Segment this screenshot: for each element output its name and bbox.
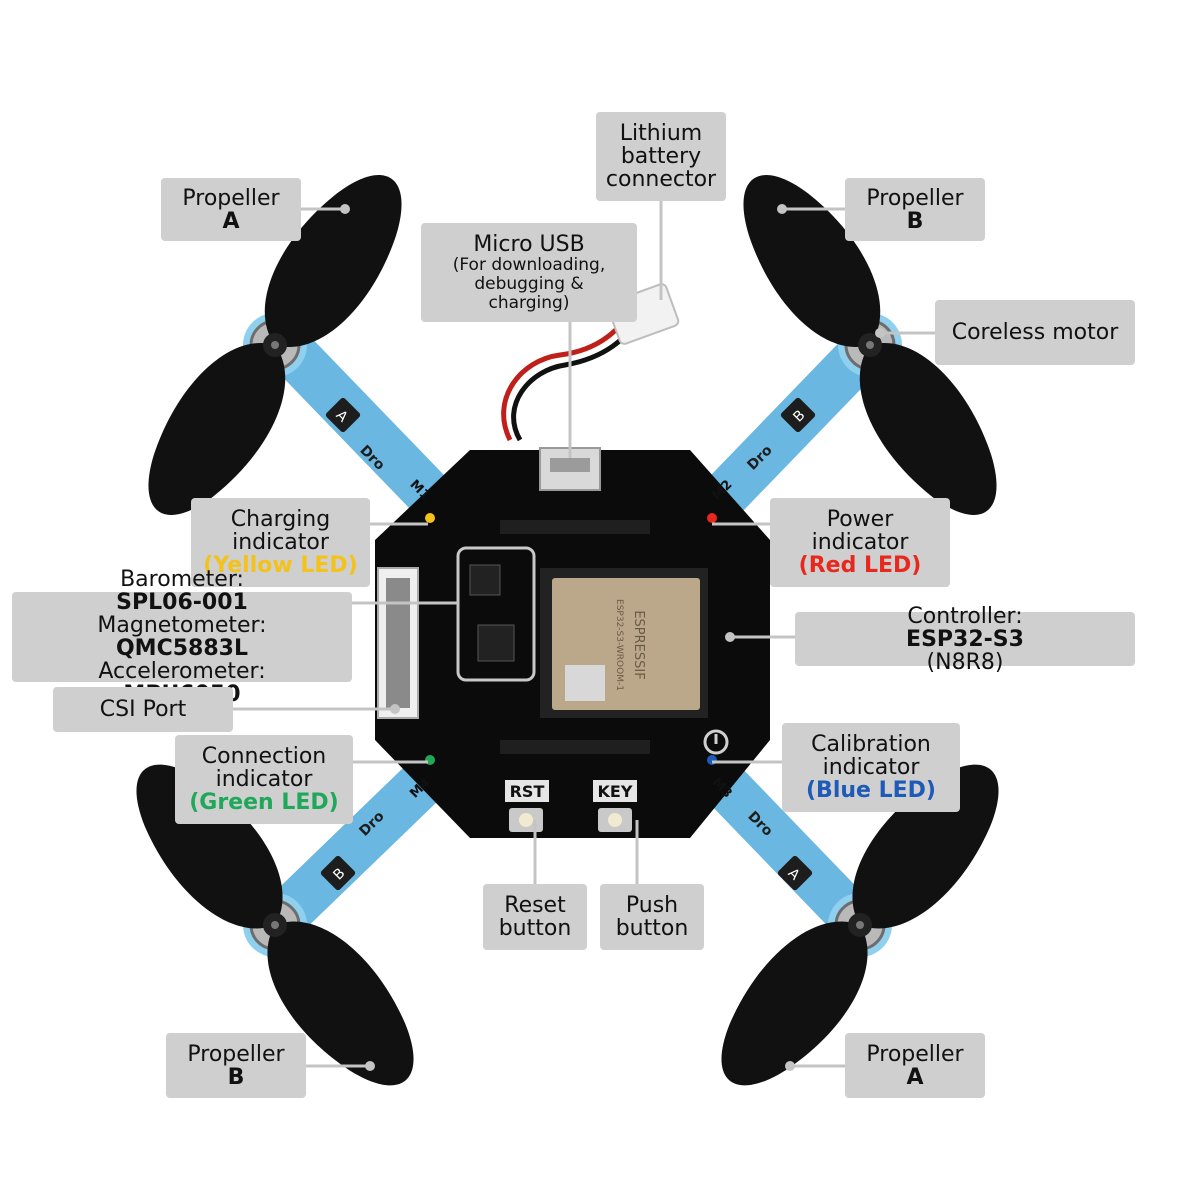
label-push-button: Push button xyxy=(600,884,704,950)
label-controller: Controller: ESP32-S3 (N8R8) xyxy=(795,605,1135,674)
propeller-a-bottom xyxy=(694,739,1026,1111)
flight-controller-board: ESPRESSIF ESP32-S3-WROOM-1 M1 M2 M4 M3 R… xyxy=(375,447,770,838)
propeller-a-top xyxy=(120,152,430,538)
label-calibration-indicator: Calibration indicator (Blue LED) xyxy=(782,723,960,812)
module-brand: ESPRESSIF xyxy=(631,610,646,679)
power-icon xyxy=(703,729,729,755)
rst-text: RST xyxy=(510,782,545,801)
key-text: KEY xyxy=(598,782,633,801)
label-power-indicator: Power indicator (Red LED) xyxy=(770,498,950,587)
sensor-region xyxy=(456,546,536,682)
label-reset-button: Reset button xyxy=(483,884,587,950)
propeller-b-bottom xyxy=(109,739,441,1111)
leader-lines xyxy=(233,200,935,1068)
red-led xyxy=(707,513,717,523)
label-propeller-a-bottom: Propeller A xyxy=(845,1033,985,1098)
label-propeller-b-bottom: Propeller B xyxy=(166,1033,306,1098)
label-propeller-b-top: Propeller B xyxy=(845,178,985,241)
propeller-b-top xyxy=(715,152,1025,538)
label-coreless-motor: Coreless motor xyxy=(935,300,1135,365)
label-sensors: Barometer: SPL06-001 Magnetometer: QMC58… xyxy=(12,568,352,706)
label-connection-indicator: Connection indicator (Green LED) xyxy=(175,735,353,824)
label-charging-indicator: Charging indicator (Yellow LED) xyxy=(191,498,370,587)
label-propeller-a-top: Propeller A xyxy=(161,178,301,241)
label-battery-connector: Lithium battery connector xyxy=(596,112,726,201)
label-csi-port: CSI Port xyxy=(53,687,233,732)
yellow-led xyxy=(425,513,435,523)
module-model: ESP32-S3-WROOM-1 xyxy=(614,599,624,691)
label-micro-usb: Micro USB (For downloading, debugging & … xyxy=(421,223,637,322)
